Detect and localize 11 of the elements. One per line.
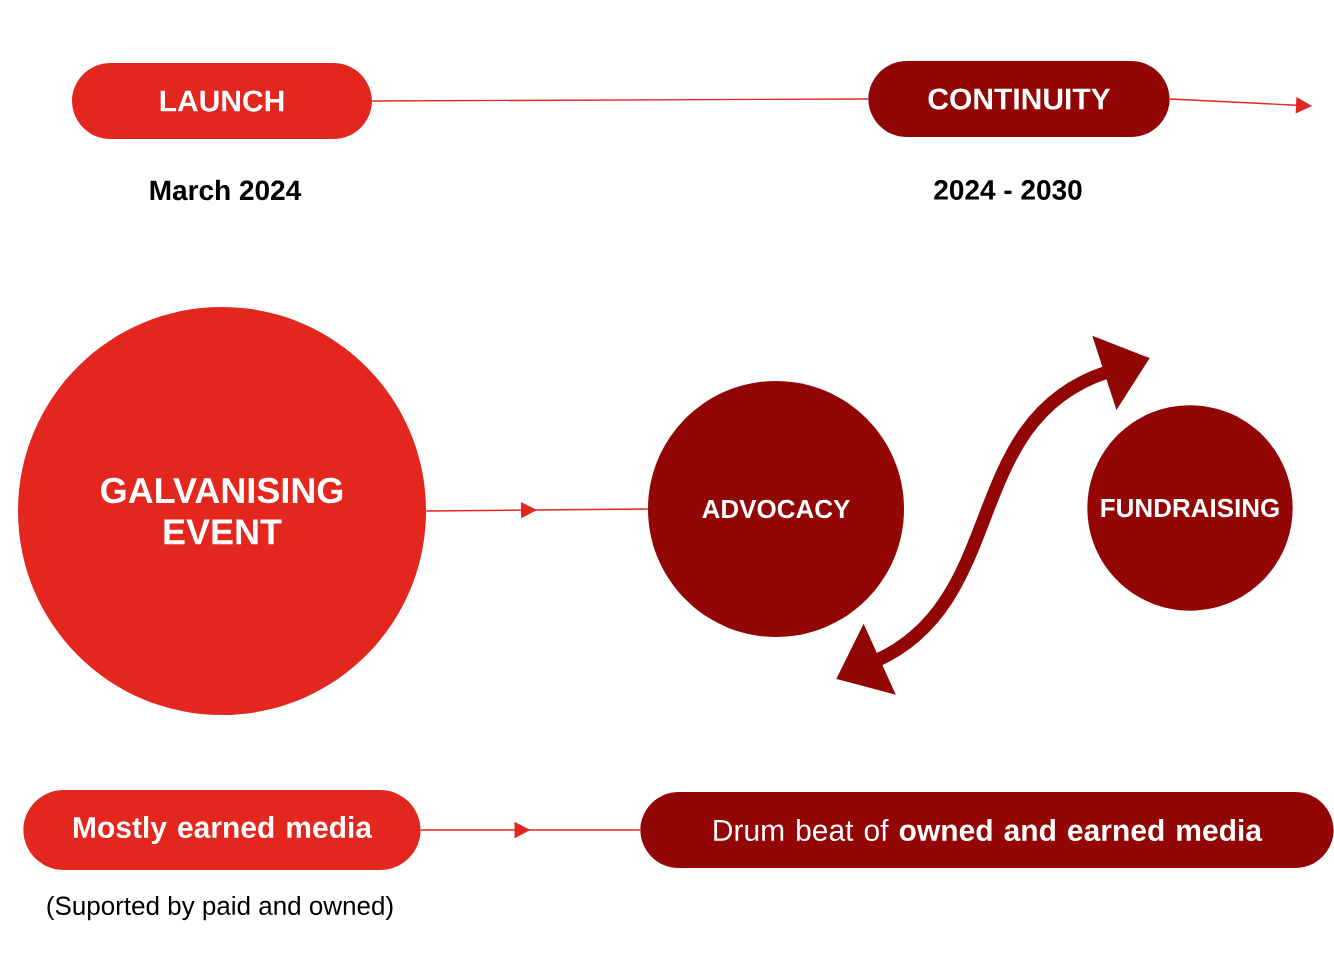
date-label: 2024 - 2030 (934, 180, 1082, 200)
pill-box: CONTINUITY (868, 61, 1170, 137)
note-text: (Suported by paid and owned) (47, 895, 393, 921)
circle-node: GALVANISING EVENT (18, 307, 426, 715)
circle-node: FUNDRAISING (1087, 405, 1293, 611)
pill-box: Mostly earned media (23, 790, 421, 870)
circle-node: ADVOCACY (648, 381, 904, 637)
pill-box: LAUNCH (72, 63, 372, 139)
date-label: March 2024 (150, 179, 302, 201)
pill-box: Drum beat of owned and earned media (640, 792, 1334, 868)
connector-line (371, 98, 869, 102)
